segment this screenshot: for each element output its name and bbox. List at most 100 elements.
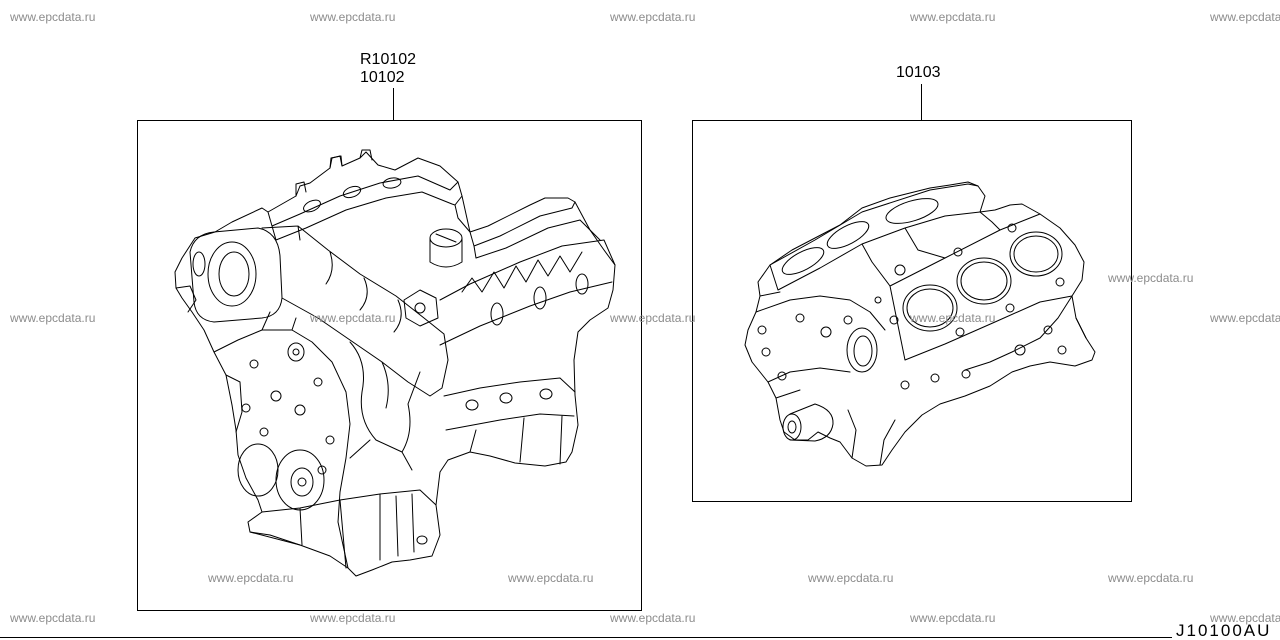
coil-well [533, 286, 547, 310]
right-bank-bore-liner [906, 288, 954, 328]
watermark: www.epcdata.ru [1210, 611, 1280, 625]
bolt-boss [1043, 325, 1053, 335]
bolt-boss [900, 380, 910, 390]
oil-filler-neck [429, 233, 463, 268]
watermark: www.epcdata.ru [1210, 311, 1280, 325]
left-bank-bore [885, 198, 939, 224]
head-bolt-hole [953, 247, 963, 257]
bolt-boss [270, 390, 282, 402]
watermark: www.epcdata.ru [910, 611, 996, 625]
engine-mount-bracket [403, 289, 439, 327]
timing-chain-cover [213, 311, 351, 569]
bolt-boss [313, 377, 323, 387]
bolt-boss [757, 325, 767, 335]
bolt-boss [259, 427, 269, 437]
crankshaft-nose [789, 403, 834, 442]
head-bolt-hole [955, 327, 965, 337]
watermark: www.epcdata.ru [1108, 271, 1194, 285]
engine-silhouette [174, 151, 616, 577]
breather-tube [329, 155, 343, 169]
head-bolt-hole [1005, 303, 1015, 313]
valley-wall [861, 211, 1001, 287]
watermark: www.epcdata.ru [1108, 571, 1194, 585]
cam-sensor-ring [287, 342, 305, 362]
breather-tube [359, 149, 373, 161]
crank-bolt [297, 477, 307, 487]
watermark: www.epcdata.ru [310, 611, 396, 625]
left-figure-frame [137, 120, 642, 611]
crankshaft-nose-face [782, 413, 802, 441]
throttle-bore [207, 241, 257, 307]
mount-bolt [414, 302, 426, 314]
right-bank-exhaust [443, 377, 576, 465]
drain-plug [416, 535, 428, 545]
exhaust-stud [539, 388, 553, 400]
watermark: www.epcdata.ru [10, 311, 96, 325]
left-bank-valve-cover [267, 175, 459, 241]
right-bank-bore-liner [960, 261, 1008, 301]
frame-bottom-rule [0, 637, 1172, 638]
left-bank-bore [826, 221, 870, 249]
part-number-label[interactable]: R10102 [360, 51, 417, 68]
left-bank-deck [769, 183, 981, 291]
block-lower-rail [847, 295, 1087, 466]
callout-leader-line [921, 84, 922, 120]
breather-tube [295, 181, 307, 197]
head-bolt-hole [889, 315, 899, 325]
coil-well [575, 273, 589, 295]
part-number-label[interactable]: 10102 [360, 69, 405, 86]
watermark: www.epcdata.ru [508, 571, 594, 585]
spark-plug-well [342, 185, 362, 199]
watermark: www.epcdata.ru [10, 611, 96, 625]
bolt-boss [317, 465, 327, 475]
bolt-boss [1057, 345, 1067, 355]
watermark: www.epcdata.ru [1210, 10, 1280, 24]
cam-sensor-bolt [292, 348, 300, 356]
front-oval-port [846, 327, 878, 373]
front-oval-port-inner [853, 335, 873, 367]
part-number-label[interactable]: 10103 [896, 64, 941, 81]
crankshaft-nose-bore [787, 420, 797, 434]
spark-plug-well [303, 199, 321, 213]
right-bank-bore [956, 257, 1012, 305]
head-bolt-hole [1055, 277, 1065, 287]
watermark: www.epcdata.ru [610, 311, 696, 325]
head-bolt-hole [894, 264, 906, 276]
sensor-boss [192, 251, 206, 277]
right-bank-bore [902, 284, 958, 332]
figure-code: J10100AU [1176, 621, 1272, 640]
bolt-boss [843, 315, 853, 325]
head-bolt-hole [1007, 223, 1017, 233]
engine-assembly-drawing [174, 149, 616, 577]
exhaust-stud [465, 399, 479, 411]
watermark: www.epcdata.ru [610, 10, 696, 24]
spark-plug-well [382, 177, 402, 189]
watermark: www.epcdata.ru [910, 311, 996, 325]
cylinder-block-drawing [744, 181, 1096, 467]
exhaust-stud [499, 392, 513, 404]
bolt-boss [820, 326, 832, 338]
right-bank-valve-cover [439, 195, 616, 346]
left-bank-bore [781, 247, 825, 275]
crank-pulley-hub [290, 467, 314, 497]
right-figure-frame [692, 120, 1132, 502]
bolt-boss [795, 313, 805, 323]
watermark: www.epcdata.ru [208, 571, 294, 585]
bolt-boss [761, 347, 771, 357]
left-bank-exhaust-manifold [349, 341, 421, 471]
block-front-face [755, 291, 886, 399]
bolt-boss [249, 359, 259, 369]
right-bank-bore-liner [1013, 235, 1059, 273]
right-bank-bore [1009, 231, 1063, 277]
watermark: www.epcdata.ru [610, 611, 696, 625]
watermark: www.epcdata.ru [310, 311, 396, 325]
bolt-boss [241, 403, 251, 413]
watermark: www.epcdata.ru [808, 571, 894, 585]
oil-pan [249, 489, 437, 569]
right-bank-deck [889, 213, 1073, 361]
watermark: www.epcdata.ru [310, 10, 396, 24]
watermark: www.epcdata.ru [10, 10, 96, 24]
bolt-boss [294, 404, 306, 416]
watermark: www.epcdata.ru [910, 10, 996, 24]
